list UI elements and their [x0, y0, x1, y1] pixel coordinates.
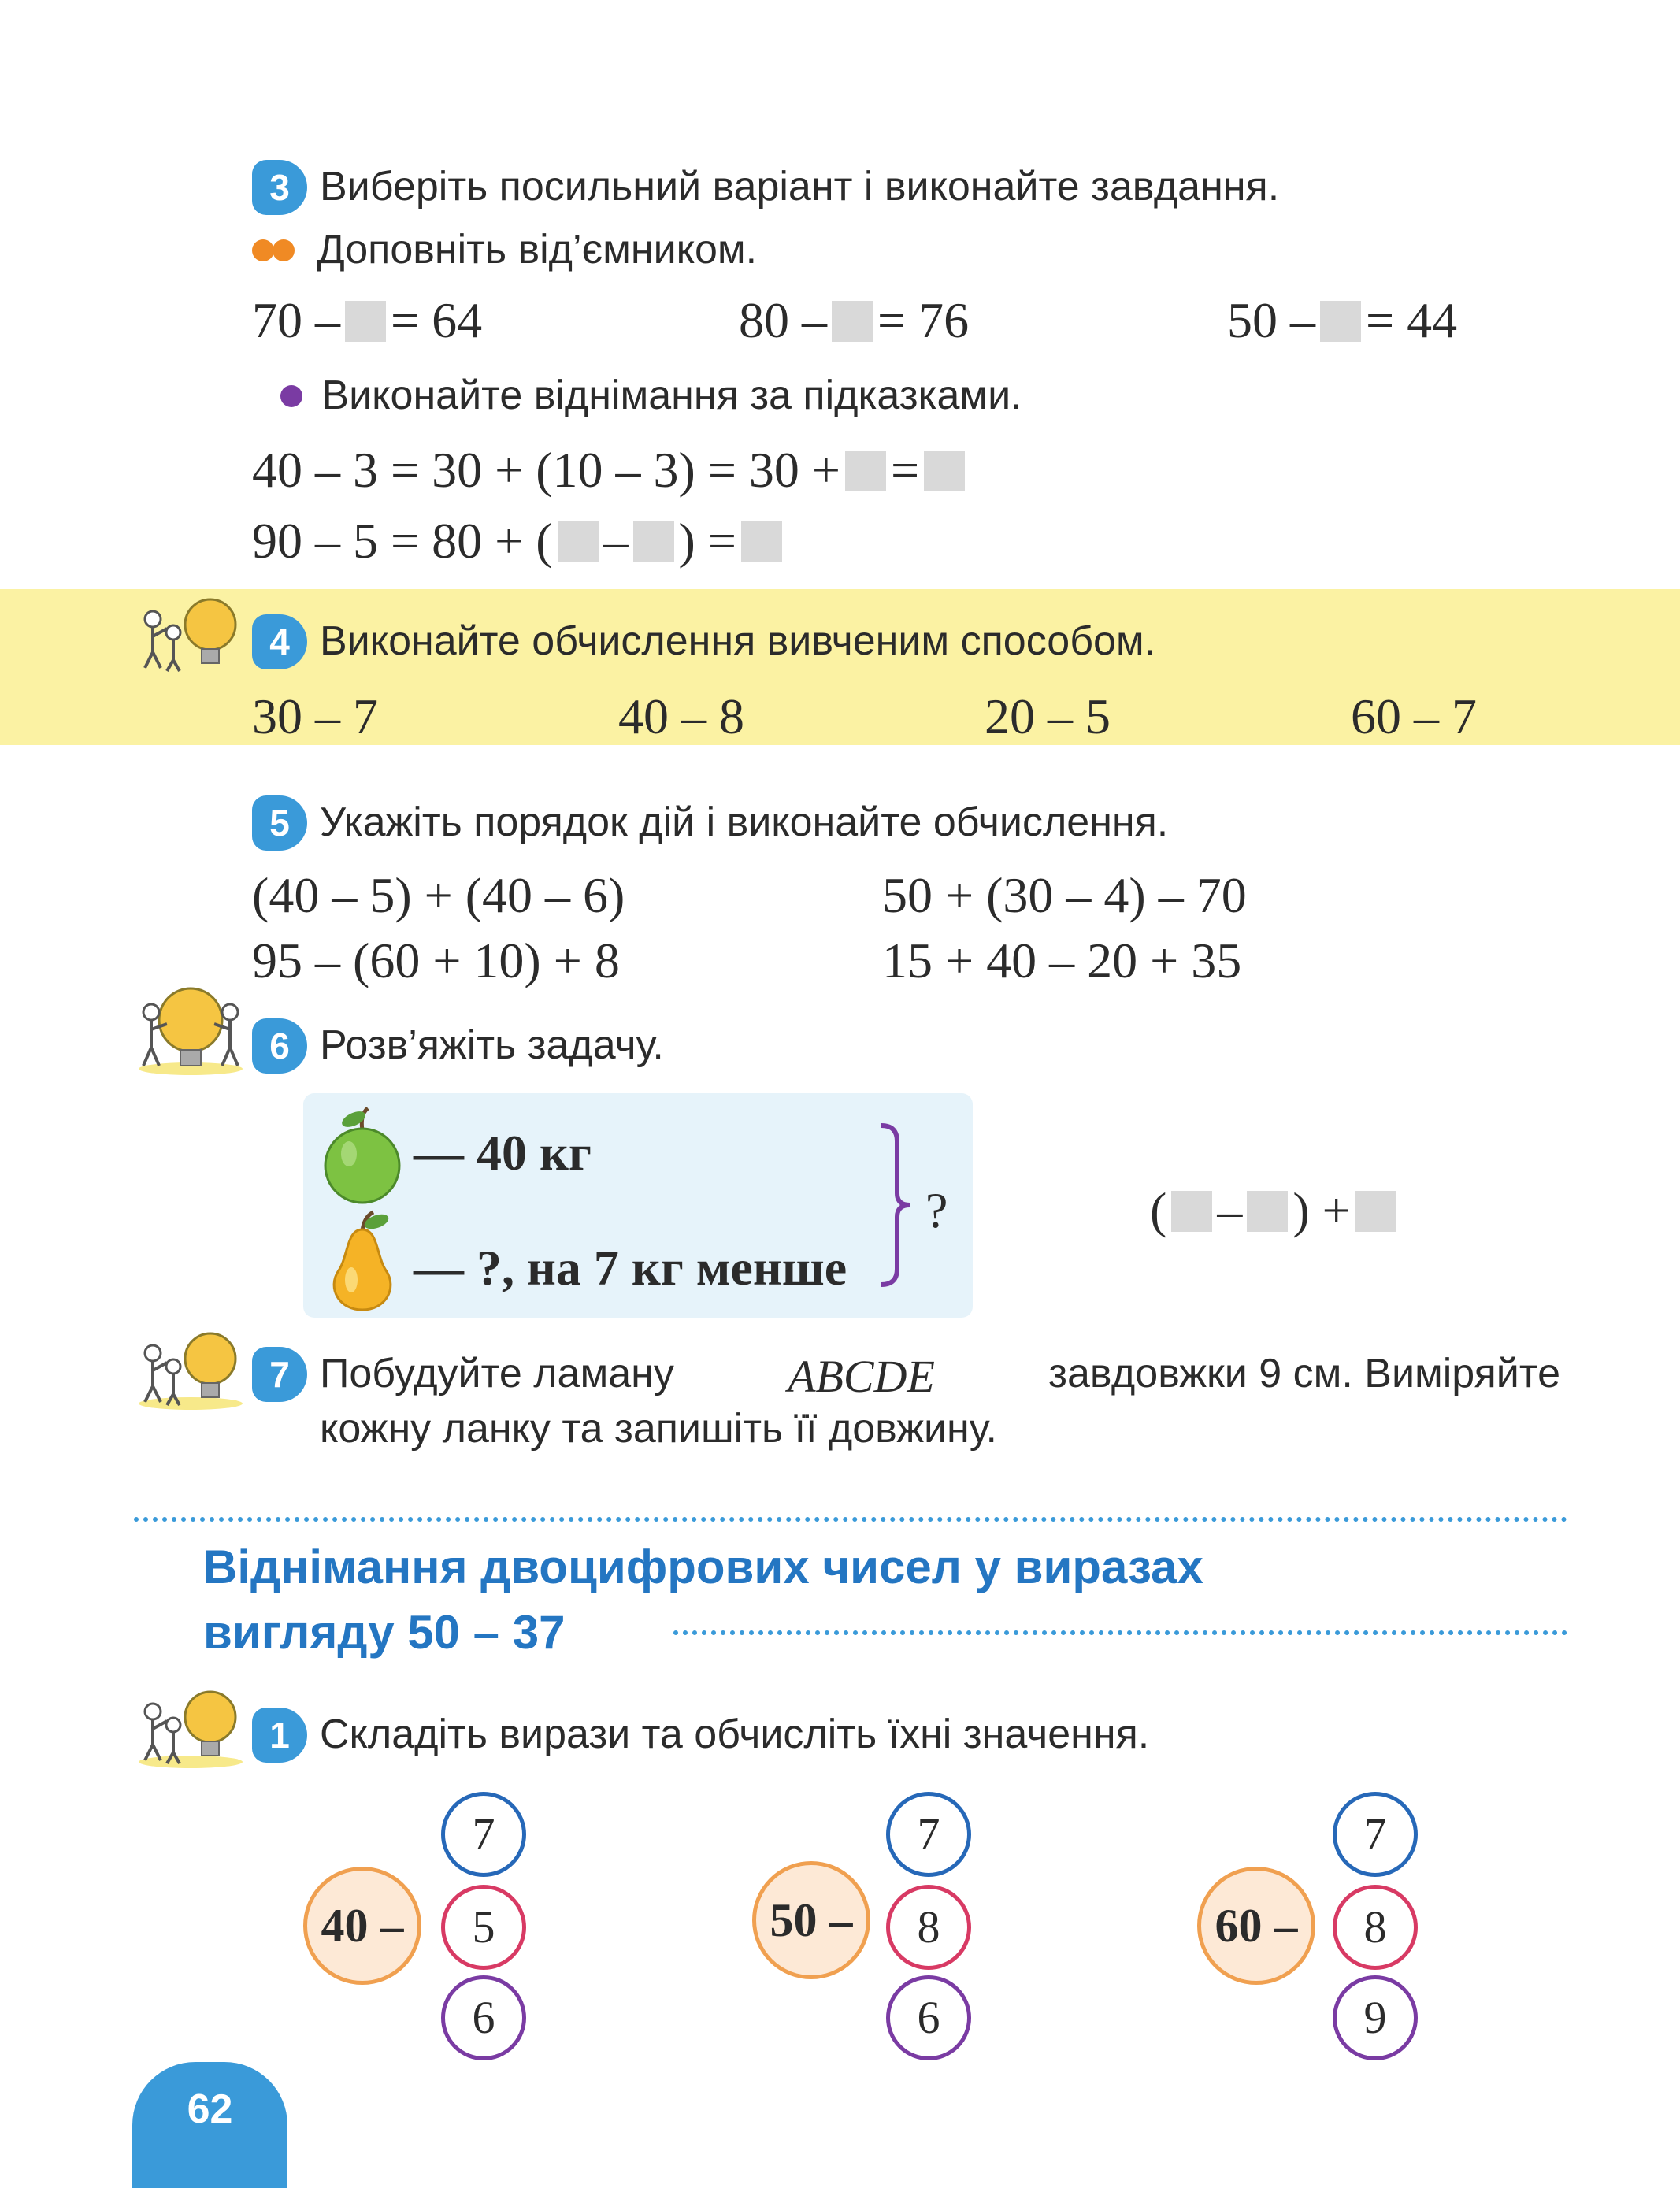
problem-card [303, 1093, 973, 1318]
subtrahend-circle[interactable]: 6 [441, 1975, 526, 2060]
answer-box[interactable] [557, 521, 599, 562]
hint-expression: 90 – 5 = 80 + ( [252, 513, 553, 569]
dotted-divider [134, 1517, 1567, 1522]
answer-box[interactable] [845, 451, 886, 491]
hint-expression: ) = [678, 513, 736, 569]
close-paren-plus: ) + [1292, 1182, 1351, 1238]
task-number-badge: 6 [252, 1018, 307, 1074]
subtrahend-circle[interactable]: 7 [1333, 1792, 1418, 1877]
answer-box[interactable] [924, 451, 966, 491]
equation-right: = 44 [1366, 292, 1458, 348]
equation-left: 80 – [739, 292, 827, 348]
minuend-circle: 60 – [1197, 1867, 1315, 1985]
minus-sign: – [1217, 1182, 1243, 1238]
apple-quantity: — 40 кг [414, 1125, 592, 1181]
open-paren: ( [1150, 1182, 1167, 1238]
brace-icon [881, 1123, 910, 1287]
task-text: завдовжки 9 см. Виміряйте [1048, 1351, 1560, 1396]
answer-box[interactable] [832, 301, 873, 342]
orange-dot-icon [273, 239, 295, 261]
pear-icon [332, 1210, 392, 1311]
expression: 60 – 7 [1351, 688, 1477, 744]
equation-right: = 76 [877, 292, 970, 348]
expression: 30 – 7 [252, 688, 378, 744]
equation-left: 70 – [252, 292, 340, 348]
hint-expression: 40 – 3 = 30 + (10 – 3) = 30 + [252, 442, 840, 498]
subtask-label: Виконайте віднімання за підказками. [321, 373, 1022, 418]
hint-line: 40 – 3 = 30 + (10 – 3) = 30 + = [252, 445, 970, 495]
answer-box[interactable] [1355, 1191, 1396, 1232]
expression: (40 – 5) + (40 – 6) [252, 867, 625, 923]
polyline-name: ABCDE [788, 1351, 935, 1402]
lightbulb-people-icon [139, 987, 243, 1075]
apple-icon [324, 1107, 401, 1204]
subtrahend-circle[interactable]: 7 [441, 1792, 526, 1877]
lightbulb-pair-icon [139, 1332, 243, 1410]
task-title: Укажіть порядок дій і виконайте обчислен… [320, 799, 1169, 845]
dotted-divider [673, 1630, 1567, 1635]
section-title: Віднімання двоцифрових чисел у виразах [203, 1541, 1203, 1593]
task-number-badge: 7 [252, 1347, 307, 1402]
minus-sign: – [603, 513, 629, 569]
task-title: Виконайте обчислення вивченим способом. [320, 618, 1156, 664]
equals-sign: = [891, 442, 920, 498]
pear-quantity: — ?, на 7 кг менше [414, 1240, 847, 1296]
section-title: вигляду 50 – 37 [203, 1606, 566, 1659]
solution-expression: (–) + [1150, 1185, 1401, 1236]
answer-box[interactable] [1171, 1191, 1213, 1232]
question-mark: ? [925, 1182, 948, 1238]
page-number: 62 [187, 2086, 233, 2132]
expression: 15 + 40 – 20 + 35 [882, 933, 1242, 988]
answer-box[interactable] [632, 521, 674, 562]
subtask-label: Доповніть від’ємником. [317, 227, 758, 273]
equation-left: 50 – [1227, 292, 1315, 348]
equation: 70 – = 64 [252, 295, 482, 346]
subtrahend-circle[interactable]: 8 [886, 1885, 971, 1970]
answer-box[interactable] [1247, 1191, 1289, 1232]
task-text-line: кожну ланку та запишіть її довжину. [320, 1406, 998, 1452]
answer-box[interactable] [740, 521, 782, 562]
task-title: Розв’яжіть задачу. [320, 1022, 664, 1068]
task-title: Складіть вирази та обчисліть їхні значен… [320, 1711, 1150, 1757]
equation: 80 – = 76 [739, 295, 969, 346]
hint-line: 90 – 5 = 80 + (–) = [252, 516, 787, 566]
answer-box[interactable] [1320, 301, 1361, 342]
level-bullet-row: Виконайте віднімання за підказками. [280, 370, 1022, 421]
equation-right: = 64 [391, 292, 483, 348]
page-number-tab [132, 2062, 287, 2188]
subtrahend-circle[interactable]: 7 [886, 1792, 971, 1877]
task-text-line: Побудуйте ламану ABCDE завдовжки 9 см. В… [320, 1348, 1560, 1406]
minuend-circle: 50 – [752, 1861, 870, 1979]
task-text: Побудуйте ламану [320, 1351, 674, 1396]
equation: 50 – = 44 [1227, 295, 1457, 346]
expression: 20 – 5 [985, 688, 1111, 744]
subtrahend-circle[interactable]: 5 [441, 1885, 526, 1970]
task-number-badge: 4 [252, 614, 307, 669]
expression: 95 – (60 + 10) + 8 [252, 933, 620, 988]
lightbulb-pair-icon [143, 598, 237, 672]
task-number-badge: 1 [252, 1708, 307, 1763]
purple-dot-icon [280, 385, 302, 407]
subtrahend-circle[interactable]: 8 [1333, 1885, 1418, 1970]
orange-dot-icon [252, 239, 274, 261]
expression: 50 + (30 – 4) – 70 [882, 867, 1247, 923]
lightbulb-pair-icon [139, 1690, 243, 1768]
expression: 40 – 8 [618, 688, 744, 744]
level-bullet-row: Доповніть від’ємником. [252, 224, 757, 276]
task-title: Виберіть посильний варіант і виконайте з… [320, 164, 1280, 210]
subtrahend-circle[interactable]: 9 [1333, 1975, 1418, 2060]
answer-box[interactable] [345, 301, 386, 342]
minuend-circle: 40 – [303, 1867, 421, 1985]
task-number-badge: 3 [252, 160, 307, 215]
subtrahend-circle[interactable]: 6 [886, 1975, 971, 2060]
task-number-badge: 5 [252, 795, 307, 851]
